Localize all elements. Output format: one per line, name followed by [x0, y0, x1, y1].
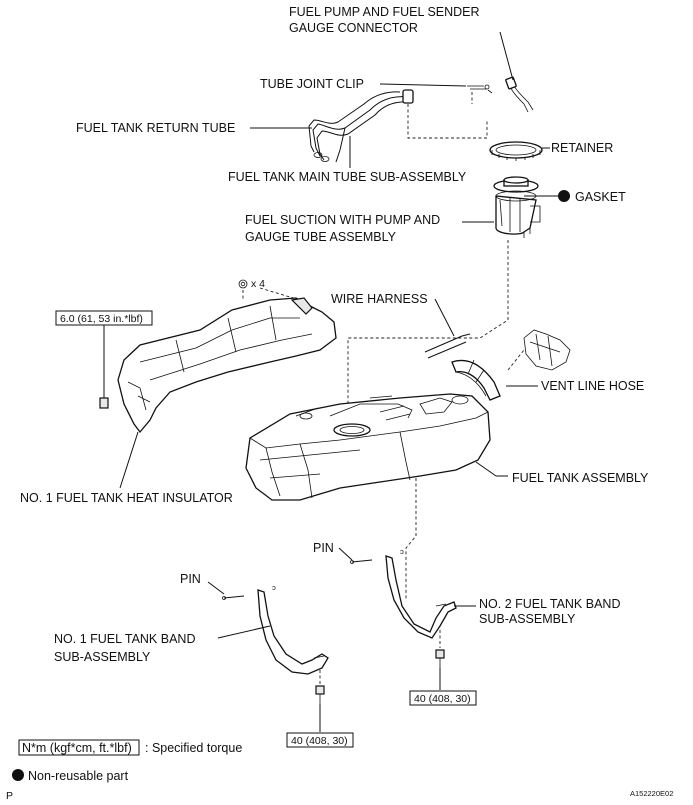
non-reusable-mark-gasket: [558, 190, 570, 202]
fuel-tank: [245, 393, 491, 501]
leader-pump-connector: [499, 31, 514, 81]
label-fuel-suction-2: GAUGE TUBE ASSEMBLY: [245, 230, 397, 244]
band-2-bolt: [435, 630, 445, 668]
pin-right: [350, 559, 373, 564]
legend-torque-desc: : Specified torque: [145, 741, 242, 755]
legend-torque-box: [18, 739, 140, 756]
fuel-pump-connector: [505, 76, 534, 113]
legend-non-reusable-icon: [12, 769, 24, 781]
guide-pump-to-tank: [347, 240, 509, 412]
torque-insulator: 6.0 (61, 53 in.*lbf): [60, 313, 143, 325]
label-pin-right: PIN: [313, 541, 334, 555]
label-band-2-1: NO. 2 FUEL TANK BAND: [479, 597, 620, 611]
label-fuel-suction-1: FUEL SUCTION WITH PUMP AND: [245, 213, 440, 227]
leader-heat-insulator: [119, 431, 139, 489]
wire-harness: [424, 333, 471, 359]
label-bolt-count: x 4: [251, 278, 265, 290]
label-vent-line-hose: VENT LINE HOSE: [541, 379, 644, 393]
leader-fuel-tank: [475, 461, 497, 477]
torque-box-insulator: [55, 310, 153, 326]
clip-mark-right: ɔ: [400, 547, 404, 556]
tube-joint-clip: [467, 84, 493, 94]
label-fuel-pump-connector-2: GAUGE CONNECTOR: [289, 21, 418, 35]
label-band-2-2: SUB-ASSEMBLY: [479, 612, 576, 626]
label-pin-left: PIN: [180, 572, 201, 586]
label-heat-insulator: NO. 1 FUEL TANK HEAT INSULATOR: [20, 491, 233, 505]
band-1-bolt: [315, 670, 325, 704]
legend-non-reusable: Non-reusable part: [28, 769, 129, 783]
vehicle-mount-detail: [507, 329, 571, 371]
torque-band-2: 40 (408, 30): [414, 693, 471, 705]
leader-wire-harness: [434, 298, 455, 337]
torque-box-band-2: [409, 690, 477, 706]
clip-mark-left: ɔ: [272, 583, 276, 592]
label-band-1-2: SUB-ASSEMBLY: [54, 650, 151, 664]
insulator-bolt: [238, 279, 248, 289]
guide-tubes: [407, 92, 488, 139]
band-2: [385, 555, 457, 639]
heat-insulator: [99, 297, 337, 434]
figure-id: A152220E02: [630, 789, 673, 798]
band-1: [257, 589, 329, 675]
page-letter: P: [6, 790, 13, 802]
leader-pin-left: [207, 581, 225, 595]
label-wire-harness: WIRE HARNESS: [331, 292, 428, 306]
pin-left: [222, 595, 245, 600]
fuel-suction-assembly: [493, 176, 541, 238]
vent-line-hose: [451, 359, 501, 401]
label-retainer: RETAINER: [551, 141, 613, 155]
torque-band-1: 40 (408, 30): [291, 735, 348, 747]
label-fuel-tank-main-tube: FUEL TANK MAIN TUBE SUB-ASSEMBLY: [228, 170, 467, 184]
label-fuel-pump-connector-1: FUEL PUMP AND FUEL SENDER: [289, 5, 480, 19]
label-gasket: GASKET: [575, 190, 626, 204]
leader-tube-joint-clip: [379, 83, 467, 87]
guide-tank-to-band: [405, 478, 417, 600]
fuel-tank-tubes: [308, 89, 414, 163]
leader-pin-right: [338, 547, 353, 561]
label-fuel-tank-return-tube: FUEL TANK RETURN TUBE: [76, 121, 235, 135]
torque-box-band-1: [286, 732, 354, 748]
legend-torque-unit: N*m (kgf*cm, ft.*lbf): [22, 741, 132, 755]
label-fuel-tank-assembly: FUEL TANK ASSEMBLY: [512, 471, 649, 485]
label-tube-joint-clip: TUBE JOINT CLIP: [260, 77, 364, 91]
retainer: [489, 141, 543, 161]
leader-band-1: [217, 625, 271, 639]
label-band-1-1: NO. 1 FUEL TANK BAND: [54, 632, 195, 646]
